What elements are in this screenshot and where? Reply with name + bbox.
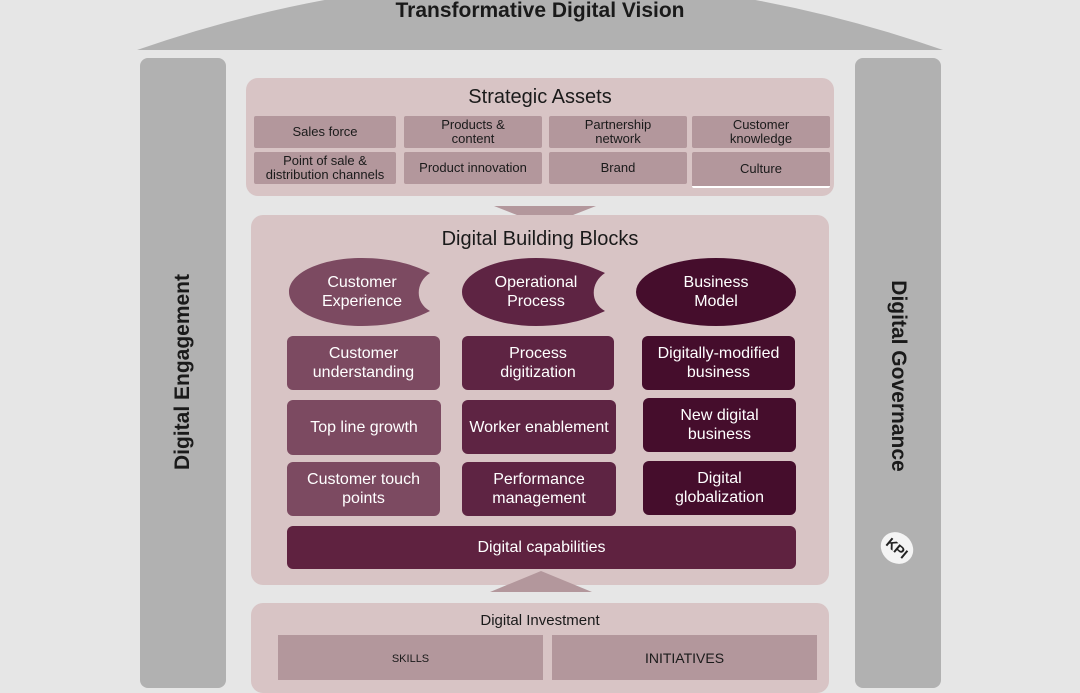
- block-new-digital-business: New digital business: [643, 398, 796, 452]
- asset-products-content: Products & content: [404, 116, 542, 148]
- investment-initiatives: INITIATIVES: [552, 635, 817, 680]
- building-blocks-title: Digital Building Blocks: [441, 228, 639, 250]
- block-customer-understanding: Customer understanding: [287, 336, 440, 390]
- digital-engagement-label: Digital Engagement: [171, 273, 194, 471]
- block-worker-enablement: Worker enablement: [462, 400, 616, 454]
- vision-title: Transformative Digital Vision: [395, 0, 685, 22]
- vision-dome: [137, 0, 943, 50]
- digital-capabilities-bar: Digital capabilities: [287, 526, 796, 569]
- digital-engagement-pillar: Digital Engagement: [140, 58, 226, 688]
- strategic-assets-panel: Strategic Assets Sales force Products & …: [246, 78, 834, 196]
- investment-initiatives-label: INITIATIVES: [644, 649, 725, 666]
- block-digital-globalization: Digital globalization: [643, 461, 796, 515]
- block-top-line-growth: Top line growth: [287, 400, 441, 455]
- customer-experience-header: Customer Experience: [288, 257, 436, 327]
- business-model-header: Business Model: [635, 257, 797, 327]
- asset-sales-force: Sales force: [254, 116, 396, 148]
- block-digitally-modified-business: Digitally-modified business: [642, 336, 795, 390]
- digital-governance-pillar: Digital Governance: [855, 58, 941, 688]
- investment-skills-label: SKILLS: [391, 648, 430, 666]
- business-model-label: Business Model: [683, 274, 749, 310]
- strategic-assets-title: Strategic Assets: [468, 86, 612, 108]
- asset-brand: Brand: [549, 152, 687, 184]
- customer-experience-label: Customer Experience: [321, 274, 403, 310]
- operational-process-label: Operational Process: [494, 274, 578, 310]
- up-arrow-icon: [490, 571, 592, 592]
- operational-process-header: Operational Process: [461, 257, 611, 327]
- digital-governance-label: Digital Governance: [887, 280, 910, 472]
- investment-skills: SKILLS: [278, 635, 543, 680]
- asset-partnership-network: Partnership network: [549, 116, 687, 148]
- digital-investment-title: Digital Investment: [480, 612, 600, 629]
- block-performance-management: Performance management: [462, 462, 616, 516]
- block-customer-touch-points: Customer touch points: [287, 462, 440, 516]
- asset-product-innovation: Product innovation: [404, 152, 542, 184]
- asset-customer-knowledge: Customer knowledge: [692, 116, 830, 148]
- asset-culture: Culture: [692, 152, 830, 188]
- block-process-digitization: Process digitization: [462, 336, 614, 390]
- asset-point-of-sale: Point of sale & distribution channels: [254, 152, 396, 184]
